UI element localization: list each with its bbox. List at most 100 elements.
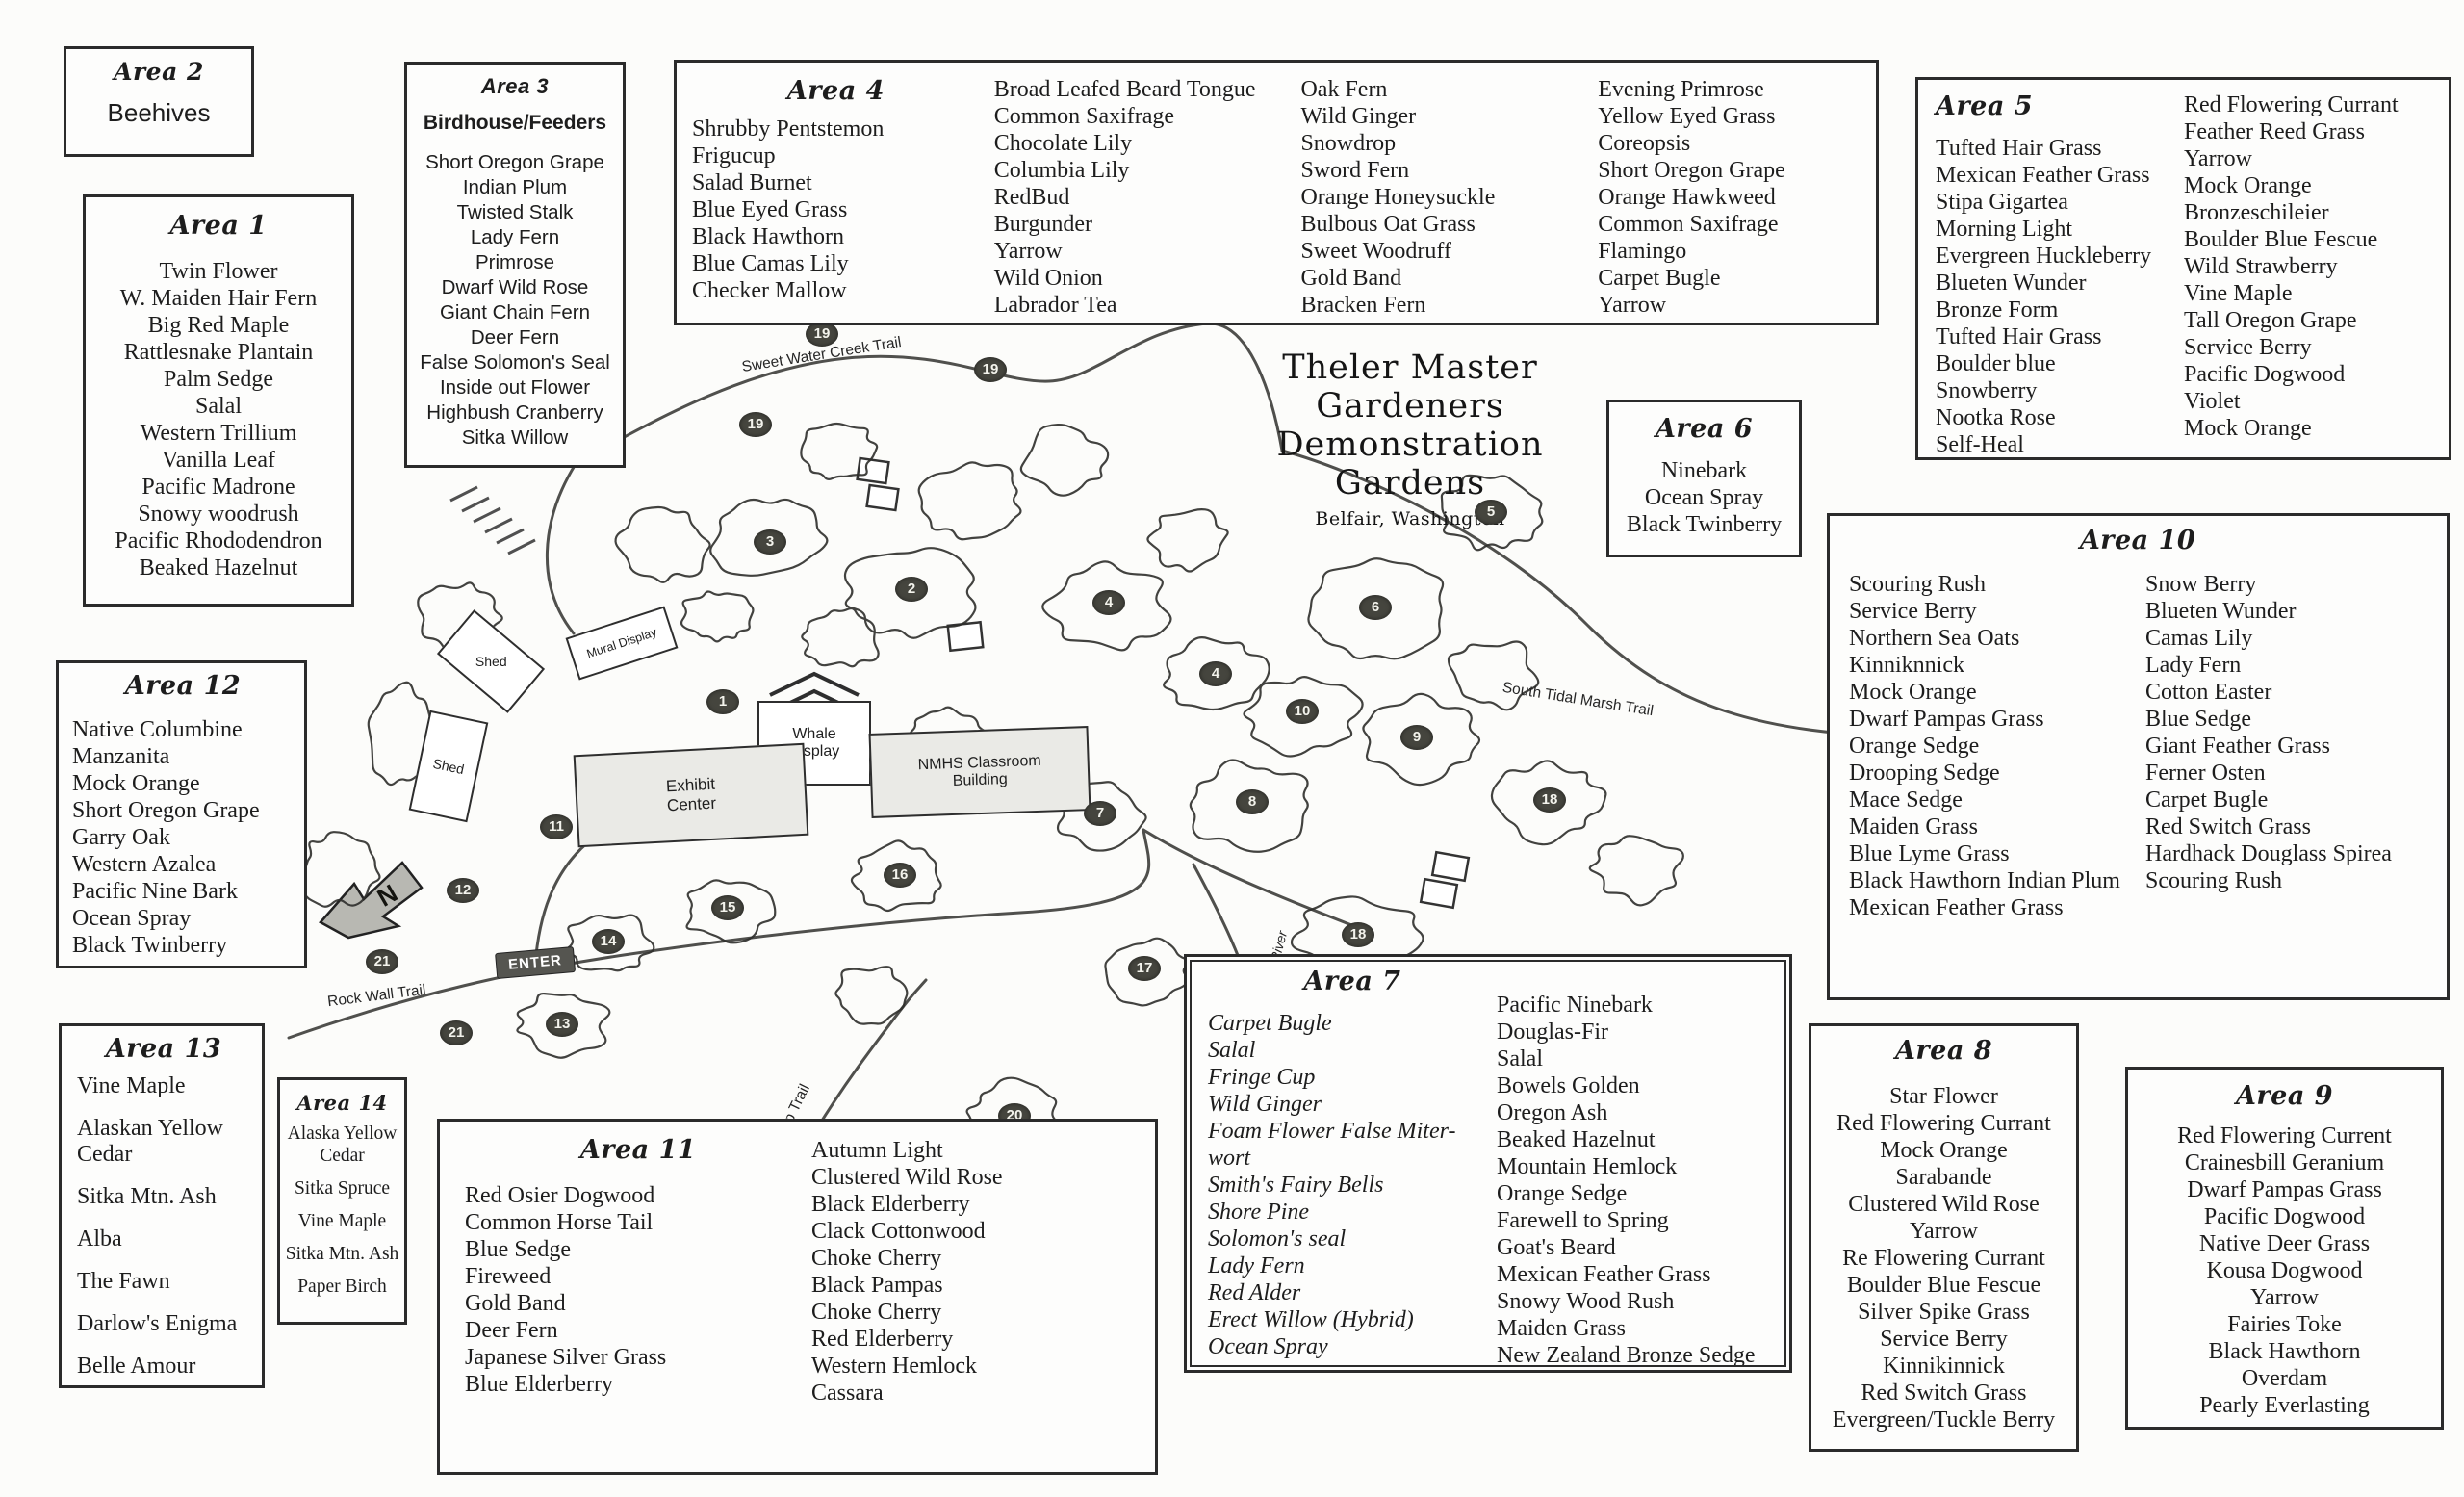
map-marker-3: 3 bbox=[754, 529, 786, 555]
plant-item: Blue Lyme Grass bbox=[1849, 841, 2010, 867]
plant-item: Tufted Hair Grass bbox=[1936, 324, 2102, 350]
plant-item: Shore Pine bbox=[1208, 1200, 1310, 1226]
plant-item: Smith's Fairy Bells bbox=[1208, 1173, 1384, 1199]
area-1-title: Area 1 bbox=[169, 211, 268, 241]
plant-item: Fireweed bbox=[465, 1264, 552, 1290]
plant-item: Mountain Hemlock bbox=[1497, 1154, 1678, 1179]
plant-item: Short Oregon Grape bbox=[1598, 158, 1785, 183]
area-4-title: Area 4 bbox=[786, 76, 885, 106]
plant-item: Mock Orange bbox=[2184, 173, 2312, 198]
plant-item: Yarrow bbox=[1910, 1219, 1978, 1245]
area-10-title: Area 10 bbox=[2079, 526, 2196, 555]
plant-item: Choke Cherry bbox=[811, 1246, 942, 1271]
plant-item: Western Trillium bbox=[140, 421, 297, 447]
plant-item: Inside out Flower bbox=[439, 376, 591, 400]
plant-item: Deer Fern bbox=[470, 326, 560, 349]
plant-item: Alaska Yellow Cedar bbox=[287, 1123, 398, 1167]
plant-item: Vine Maple bbox=[2184, 281, 2293, 306]
plant-item: Farewell to Spring bbox=[1497, 1208, 1669, 1233]
area-6-title: Area 6 bbox=[1655, 414, 1754, 444]
plant-item: Bracken Fern bbox=[1300, 293, 1426, 318]
plant-item: Giant Feather Grass bbox=[2145, 734, 2330, 760]
plant-item: Carpet Bugle bbox=[2145, 787, 2269, 813]
plant-item: Salad Burnet bbox=[692, 170, 812, 196]
plant-item: Blue Elderberry bbox=[465, 1372, 613, 1398]
plant-item: Japanese Silver Grass bbox=[465, 1345, 667, 1371]
plant-item: Short Oregon Grape bbox=[72, 798, 260, 824]
plant-item: Giant Chain Fern bbox=[439, 301, 591, 324]
map-marker-10: 10 bbox=[1286, 699, 1319, 724]
plant-item: Feather Reed Grass bbox=[2184, 119, 2365, 144]
plant-item: Shrubby Pentstemon bbox=[692, 116, 885, 142]
plant-item: Lady Fern bbox=[1208, 1253, 1305, 1279]
plant-item: Western Hemlock bbox=[811, 1354, 978, 1379]
plant-item: Pacific Dogwood bbox=[2184, 362, 2346, 387]
plant-item: Twisted Stalk bbox=[456, 201, 574, 224]
plant-item: Burgunder bbox=[993, 212, 1092, 237]
plant-item: False Solomon's Seal bbox=[420, 351, 610, 374]
plant-item: Bronze Form bbox=[1936, 297, 2059, 323]
plant-item: Indian Plum bbox=[462, 176, 568, 199]
plant-item: Pacific Rhododendron bbox=[115, 529, 322, 555]
plant-item: Carpet Bugle bbox=[1598, 266, 1721, 291]
map-title: Theler Master Gardeners Demonstration Ga… bbox=[1198, 348, 1622, 529]
plant-item: Sword Fern bbox=[1300, 158, 1410, 183]
plant-item: Self-Heal bbox=[1936, 432, 2024, 458]
plant-item: Scouring Rush bbox=[1849, 572, 1987, 598]
plant-item: Mock Orange bbox=[1849, 680, 1977, 706]
plant-item: Rattlesnake Plantain bbox=[123, 340, 314, 366]
plant-item: Boulder Blue Fescue bbox=[1846, 1273, 2041, 1299]
map-marker-18: 18 bbox=[1533, 787, 1566, 813]
plant-item: Northern Sea Oats bbox=[1849, 626, 2020, 652]
area-8-title: Area 8 bbox=[1894, 1036, 1993, 1066]
plant-item: Wild Strawberry bbox=[2184, 254, 2338, 279]
plant-item: Overdam bbox=[2241, 1366, 2328, 1392]
plant-item: Sweet Woodruff bbox=[1300, 239, 1451, 264]
plant-item: W. Maiden Hair Fern bbox=[119, 286, 318, 312]
plant-item: Blueten Wunder bbox=[1936, 271, 2087, 297]
plant-item: Wild Onion bbox=[993, 266, 1103, 291]
plant-item: Ferner Osten bbox=[2145, 761, 2266, 787]
area-3-panel: Area 3 Birdhouse/Feeders Short Oregon Gr… bbox=[404, 62, 626, 468]
plant-item: Common Saxifrage bbox=[1598, 212, 1779, 237]
plant-item: Salal bbox=[1497, 1046, 1543, 1071]
plant-item: Wild Ginger bbox=[1208, 1092, 1322, 1118]
area-2-panel: Area 2 Beehives bbox=[64, 46, 254, 157]
plant-item: Boulder blue bbox=[1936, 351, 2056, 377]
plant-item: Red Flowering Currant bbox=[1836, 1111, 2051, 1137]
classroom-building-label: NMHS Classroom Building bbox=[917, 752, 1041, 789]
plant-item: Orange Hawkweed bbox=[1598, 185, 1776, 210]
map-marker-21: 21 bbox=[366, 949, 398, 974]
exhibit-center-building: Exhibit Center bbox=[573, 742, 809, 848]
plant-item: Evening Primrose bbox=[1598, 77, 1764, 102]
plant-item: Sitka Willow bbox=[461, 426, 569, 450]
plant-item: Primrose bbox=[475, 251, 554, 274]
plant-item: Orange Sedge bbox=[1497, 1181, 1628, 1206]
area-9-title: Area 9 bbox=[2235, 1081, 2334, 1111]
plant-item: Orange Sedge bbox=[1849, 734, 1980, 760]
plant-item: Black Hawthorn bbox=[2208, 1339, 2361, 1365]
plant-item: Re Flowering Currant bbox=[1842, 1246, 2045, 1272]
plant-item: New Zealand Bronze Sedge bbox=[1497, 1343, 1756, 1368]
plant-item: Blue Eyed Grass bbox=[692, 197, 848, 223]
plant-item: Checker Mallow bbox=[692, 278, 847, 304]
plant-item: Evergreen Huckleberry bbox=[1936, 244, 2152, 270]
plant-item: Blue Sedge bbox=[465, 1237, 571, 1263]
plant-item: Service Berry bbox=[2184, 335, 2312, 360]
area-12-title: Area 12 bbox=[124, 671, 242, 701]
plant-item: Gold Band bbox=[465, 1291, 566, 1317]
plant-item: Native Deer Grass bbox=[2198, 1231, 2371, 1257]
plant-item: Paper Birch bbox=[297, 1277, 387, 1298]
